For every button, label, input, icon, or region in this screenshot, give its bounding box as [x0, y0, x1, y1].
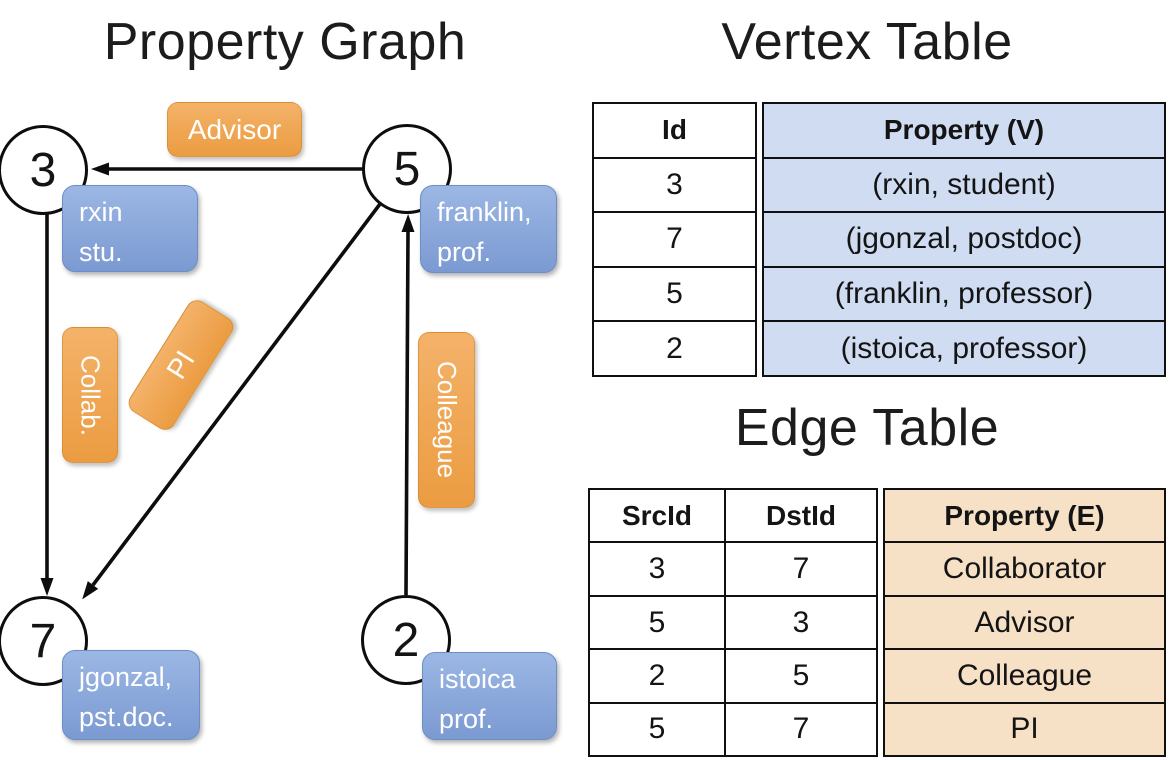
node-id-label: 7: [29, 614, 57, 668]
edge-table-srcid-cell: 3: [590, 541, 724, 594]
vertex-property-line: istoica: [439, 664, 516, 694]
edge-table-srcid-cell: 5: [590, 701, 724, 755]
edge-table-dstid-cell: 3: [726, 594, 876, 648]
vertex-property-box-jgonzal: jgonzal, pst.doc.: [62, 650, 200, 740]
vertex-table-property-header: Property (V): [764, 104, 1164, 157]
edge-table-dstid-column: DstId 7 3 5 7: [724, 490, 876, 755]
vertex-property-line: jgonzal,: [79, 662, 173, 692]
vertex-property-box-rxin: rxin stu.: [62, 185, 198, 272]
edge-label-colleague-text: Colleague: [432, 361, 462, 479]
vertex-property-line: franklin,: [437, 197, 532, 227]
edge-table-srcid-cell: 2: [590, 648, 724, 701]
edge-table-property-cell: PI: [885, 701, 1164, 756]
edge-label-advisor-text: Advisor: [187, 113, 282, 145]
vertex-table-id-column: Id 3 7 5 2: [592, 102, 757, 377]
graph-node-2: 2: [361, 595, 451, 685]
vertex-table-title: Vertex Table: [721, 13, 1013, 71]
edge-label-advisor: Advisor: [167, 102, 302, 157]
vertex-table-id-header: Id: [662, 114, 687, 146]
vertex-table-property-cell: (franklin, professor): [764, 265, 1164, 321]
edge-5-to-7-pi: [82, 202, 382, 600]
vertex-property-line: rxin: [79, 197, 123, 227]
node-id-label: 2: [392, 613, 420, 667]
vertex-table-property-cell: (istoica, professor): [764, 320, 1164, 375]
edge-label-collaborator-text: Collab.: [75, 354, 106, 436]
edge-table-property-column: Property (E) Collaborator Advisor Collea…: [883, 488, 1166, 757]
edge-table-title: Edge Table: [734, 399, 1000, 457]
edge-table-ids-columns: SrcId 3 5 2 5 DstId 7 3 5 7: [588, 488, 878, 757]
vertex-table-property-column: Property (V) (rxin, student) (jgonzal, p…: [762, 102, 1166, 377]
edge-table-property-cell: Collaborator: [885, 541, 1164, 595]
vertex-property-line: prof.: [437, 237, 492, 267]
vertex-table-id-cell: 3: [594, 156, 755, 212]
edge-table-dstid-header: DstId: [766, 499, 836, 531]
edge-table-dstid-cell: 5: [726, 648, 876, 701]
vertex-property-line: pst.doc.: [79, 702, 174, 732]
vertex-property-line: stu.: [79, 237, 123, 267]
property-graph-title: Property Graph: [103, 13, 467, 71]
edge-table-dstid-cell: 7: [726, 701, 876, 755]
edge-table-dstid-cell: 7: [726, 541, 876, 594]
graph-node-5: 5: [362, 124, 452, 214]
vertex-table-property-cell: (jgonzal, postdoc): [764, 211, 1164, 266]
edge-2-to-5-colleague: [401, 214, 415, 596]
vertex-property-line: prof.: [439, 704, 494, 734]
edge-label-pi-text: PI: [160, 345, 201, 385]
edge-table-property-cell: Colleague: [885, 648, 1164, 702]
edge-table-property-header: Property (E): [885, 490, 1164, 542]
edge-table-srcid-column: SrcId 3 5 2 5: [590, 490, 724, 755]
node-id-label: 5: [393, 142, 421, 196]
vertex-table-id-cell: 5: [594, 265, 755, 321]
vertex-table-property-cell: (rxin, student): [764, 156, 1164, 212]
vertex-table-id-cell: 7: [594, 211, 755, 266]
vertex-table-id-cell: 2: [594, 320, 755, 375]
graph-edges-layer: [40, 162, 415, 600]
edge-table-srcid-header: SrcId: [621, 499, 693, 531]
edge-label-colleague: Colleague: [418, 332, 475, 508]
edge-label-collaborator: Collab.: [62, 327, 118, 463]
edge-table-srcid-cell: 5: [590, 594, 724, 648]
vertex-property-box-franklin: franklin, prof.: [420, 185, 557, 273]
edge-table-property-cell: Advisor: [885, 594, 1164, 649]
vertex-property-box-istoica: istoica prof.: [422, 652, 557, 740]
node-id-label: 3: [29, 143, 57, 197]
